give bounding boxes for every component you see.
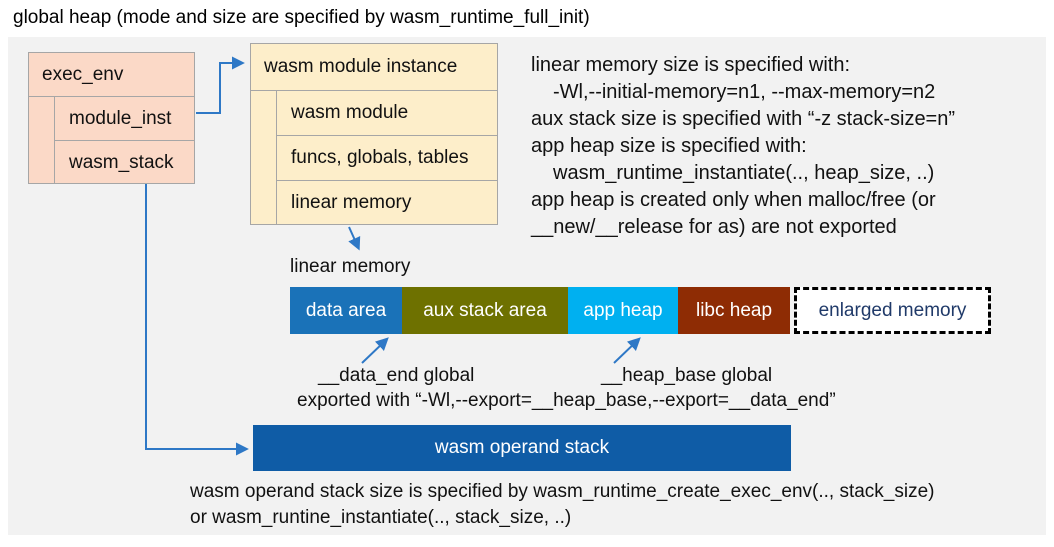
footer-line: wasm operand stack size is specified by … — [190, 481, 935, 502]
exec-env-header: exec_env — [29, 53, 194, 97]
segment-libc-heap: libc heap — [678, 287, 790, 334]
exported-with-label: exported with “-Wl,--export=__heap_base,… — [297, 390, 836, 411]
note-line: linear memory size is specified with: — [531, 54, 850, 76]
note-line: app heap is created only when malloc/fre… — [531, 189, 936, 211]
exec-env-box: exec_env module_inst wasm_stack — [28, 52, 195, 184]
module-instance-row-funcs-globals-tables: funcs, globals, tables — [276, 136, 497, 181]
note-line: __new/__release for as) are not exported — [531, 216, 897, 238]
module-instance-box: wasm module instance wasm module funcs, … — [250, 43, 498, 225]
module-instance-header: wasm module instance — [251, 44, 497, 91]
module-instance-row-wasm-module: wasm module — [276, 91, 497, 136]
wasm-operand-stack-bar: wasm operand stack — [253, 425, 791, 471]
data-end-global-label: __data_end global — [318, 365, 475, 386]
segment-app-heap: app heap — [568, 287, 678, 334]
note-line: app heap size is specified with: — [531, 135, 807, 157]
operand-stack-notes: wasm operand stack size is specified by … — [190, 479, 935, 531]
segment-data-area: data area — [290, 287, 402, 334]
segment-enlarged-memory: enlarged memory — [794, 287, 991, 334]
diagram-title: global heap (mode and size are specified… — [13, 7, 590, 28]
linear-memory-label: linear memory — [290, 256, 411, 277]
note-line: -Wl,--initial-memory=n1, --max-memory=n2 — [553, 81, 936, 103]
module-instance-row-linear-memory: linear memory — [276, 181, 497, 224]
footer-line: or wasm_runtine_instantiate(.., stack_si… — [190, 507, 572, 528]
note-line: wasm_runtime_instantiate(.., heap_size, … — [553, 162, 935, 184]
exec-env-row-wasm-stack: wasm_stack — [54, 141, 194, 183]
heap-base-global-label: __heap_base global — [601, 365, 773, 386]
note-line: aux stack size is specified with “-z sta… — [531, 108, 956, 130]
memory-size-notes: linear memory size is specified with: -W… — [531, 52, 1046, 241]
segment-aux-stack-area: aux stack area — [402, 287, 568, 334]
exec-env-row-module-inst: module_inst — [54, 97, 194, 141]
